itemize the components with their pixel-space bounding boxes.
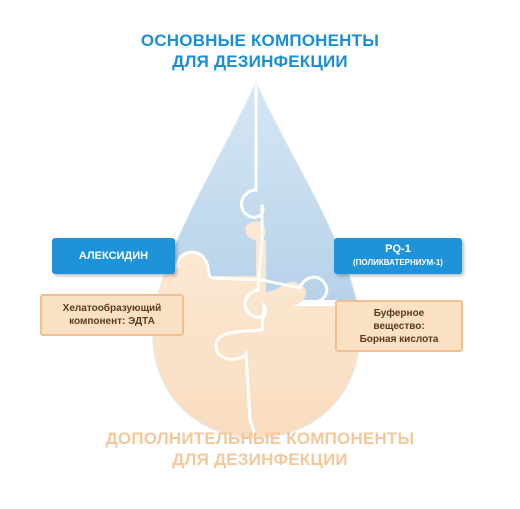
puzzle-seam-horizontal — [152, 250, 361, 308]
buffer-line1: Буферное — [373, 307, 425, 319]
pq1-label: PQ-1 (ПОЛИКВАТЕРНИУМ-1) — [334, 238, 462, 274]
chelating-line2: компонент: ЭДТА — [69, 316, 155, 327]
bottom-title-line1: ДОПОЛНИТЕЛЬНЫЕ КОМПОНЕНТЫ — [105, 429, 415, 448]
buffer-line3: Борная кислота — [359, 333, 439, 345]
chelating-agent-label: Хелатообразующий компонент: ЭДТА — [40, 294, 184, 336]
bottom-title: ДОПОЛНИТЕЛЬНЫЕ КОМПОНЕНТЫ ДЛЯ ДЕЗИНФЕКЦИ… — [0, 428, 520, 470]
pq1-subtext: (ПОЛИКВАТЕРНИУМ-1) — [353, 258, 443, 267]
alexidine-text: АЛЕКСИДИН — [78, 249, 149, 262]
puzzle-seam-vertical — [214, 82, 268, 438]
top-title-line2: ДЛЯ ДЕЗИНФЕКЦИИ — [172, 52, 348, 71]
alexidine-label: АЛЕКСИДИН — [52, 238, 175, 274]
bottom-title-line2: ДЛЯ ДЕЗИНФЕКЦИИ — [172, 450, 348, 469]
chelating-line1: Хелатообразующий — [62, 303, 162, 314]
buffer-label: Буферное вещество: Борная кислота — [335, 300, 463, 352]
top-title: ОСНОВНЫЕ КОМПОНЕНТЫ ДЛЯ ДЕЗИНФЕКЦИИ — [0, 30, 520, 72]
drop-outline — [151, 80, 361, 439]
pq1-text: PQ-1 — [385, 243, 411, 255]
top-title-line1: ОСНОВНЫЕ КОМПОНЕНТЫ — [140, 31, 380, 50]
drop-orange-half — [152, 221, 361, 438]
buffer-line2: вещество: — [373, 320, 425, 332]
